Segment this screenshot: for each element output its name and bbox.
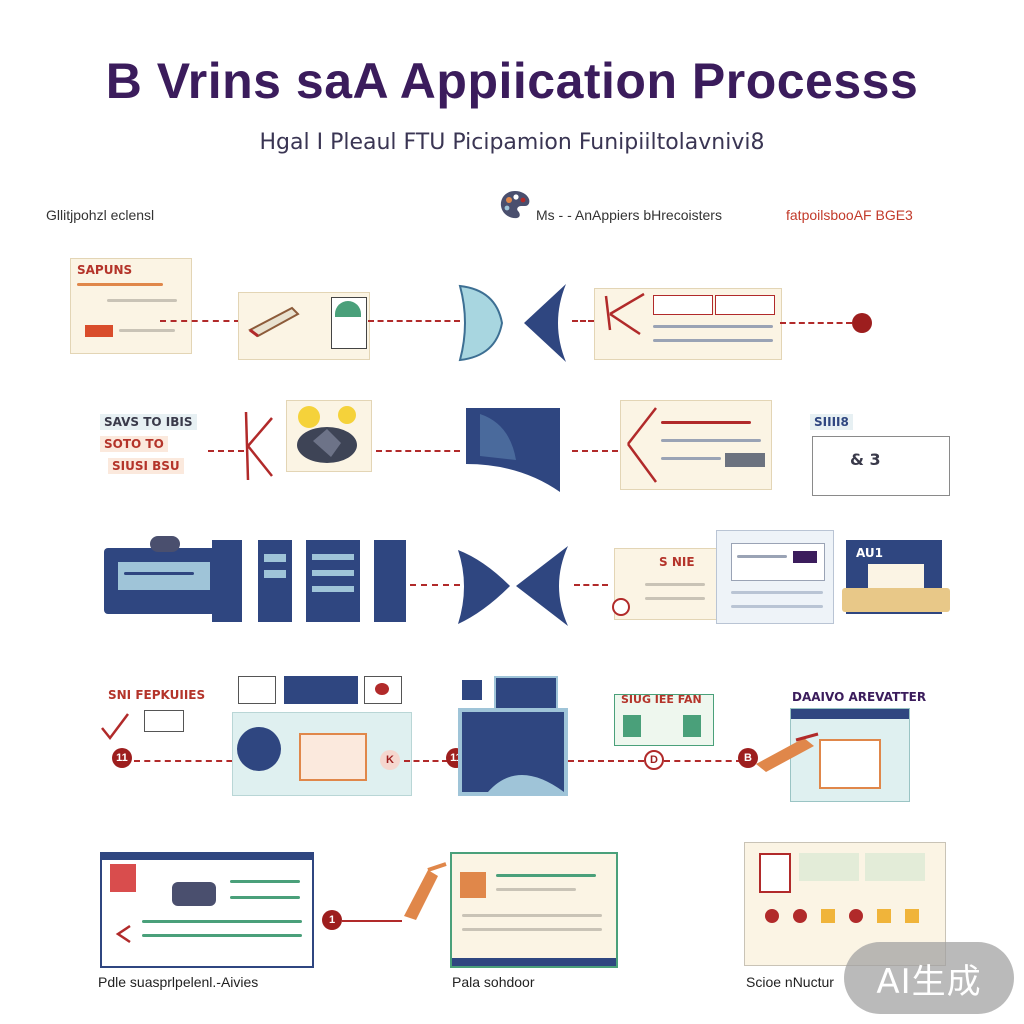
row3-tray	[842, 588, 950, 612]
row1-pen-icon	[246, 300, 306, 340]
row5-left-screen	[100, 852, 314, 968]
row4-small-box	[144, 710, 184, 732]
row4-node-1: 11	[112, 748, 132, 768]
row4-doc-tab	[462, 680, 482, 700]
row4-sign-card: SIUG IEE FAN	[614, 693, 714, 746]
row4-document-stack	[458, 708, 568, 796]
row1-end-node	[852, 313, 872, 333]
row3-machine-top	[150, 536, 180, 552]
header-left-label: Gllitjpohzl eclensl	[46, 207, 155, 223]
row4-node-2: K	[380, 750, 400, 770]
row3-bowtie-shape	[454, 540, 572, 630]
row3-document-card	[716, 530, 834, 624]
row2-merge-mark	[624, 402, 660, 486]
row5-node: 1	[322, 910, 342, 930]
row4-node-5: B	[738, 748, 758, 768]
row5-hand-icon	[398, 862, 450, 922]
header-right-label: fatpoilsbooAF BGE3	[786, 207, 913, 223]
caption-middle: Pala sohdoor	[452, 974, 535, 990]
row1-funnel-shape	[456, 280, 506, 366]
caption-left: Pdle suasprlpelenl.-Aivies	[98, 974, 259, 990]
row4-icon-b	[364, 676, 402, 704]
header-middle-label: Ms - - AnAppiers bHrecoisters	[536, 207, 722, 223]
row3-column-3	[306, 540, 360, 622]
row4-node-4: D	[644, 750, 664, 770]
row3-column-4	[374, 540, 406, 622]
row1-form-card: SAPUNS	[70, 258, 192, 354]
row1-tag: SAPUNS	[77, 263, 133, 277]
row3-column-1	[212, 540, 242, 622]
row3-note-card: S NIE	[614, 548, 720, 620]
row1-arrow-shape	[520, 280, 570, 366]
row4-right-tag: DAAIVO AREVATTER	[792, 690, 927, 704]
row3-machine-card	[104, 548, 224, 614]
row4-hand-icon	[752, 730, 822, 774]
row5-middle-screen	[450, 852, 618, 968]
row3-pin-node	[612, 598, 630, 616]
row4-header-bar	[284, 676, 358, 704]
ai-generated-badge: AI生成	[844, 942, 1014, 1014]
row2-tag-block: SAVS TO IBIS SOTO TO SIUSI BSU	[100, 414, 197, 476]
row2-illustration-card	[286, 400, 372, 472]
row1-document-card	[238, 292, 370, 360]
row4-grid-card	[790, 708, 910, 802]
row1-table-card	[594, 288, 782, 360]
row5-right-screen	[744, 842, 946, 966]
row4-left-tag: SNI FEPKUIIES	[108, 688, 206, 702]
row2-funnel-shape	[460, 404, 570, 496]
row3-column-2	[258, 540, 292, 622]
row4-icon-a	[238, 676, 276, 704]
row5-connector	[342, 920, 402, 922]
page-subtitle: Hgal I Pleaul FTU Picipamion Funipiiltol…	[259, 130, 765, 155]
row2-fork-mark	[236, 408, 276, 484]
row2-form-card	[620, 400, 772, 490]
row4-check-icon	[96, 706, 136, 746]
row1-check-mark	[600, 290, 650, 336]
caption-right: Scioe nNuctur	[746, 974, 834, 990]
palette-icon	[498, 188, 532, 222]
row2-result-card: SIIII8 & 3	[810, 414, 950, 498]
page-title: B Vrins saA Appiication Processs	[105, 53, 919, 109]
